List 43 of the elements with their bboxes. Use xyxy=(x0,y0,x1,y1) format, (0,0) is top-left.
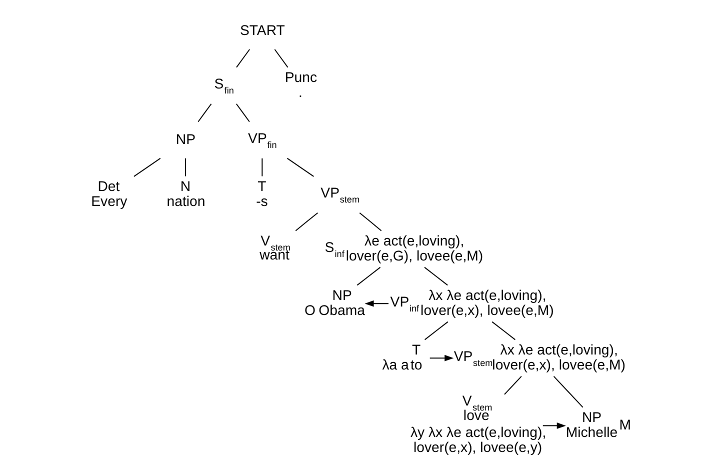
node-label: λa a xyxy=(382,356,409,372)
connector xyxy=(134,157,161,176)
node-text: NP Michelle xyxy=(566,408,618,440)
node-text: NP xyxy=(176,130,196,146)
node-label: λe act(e,loving), lover(e,G), lovee(e,M) xyxy=(346,232,484,263)
node-label: λy λx λe act(e,loving), lover(e,x), lovee(e,y) xyxy=(410,423,546,455)
connector xyxy=(286,157,314,176)
arrow xyxy=(430,354,454,361)
connector xyxy=(504,375,522,394)
connector xyxy=(274,48,288,68)
node-text: S$_{inf}$ xyxy=(324,238,344,258)
node-label: λx λe act(e,loving), lover(e,x), lovee(e,M) xyxy=(492,340,626,372)
connector xyxy=(356,266,381,286)
node-text: NP Obama xyxy=(318,286,365,318)
node-text: V$_{stem}$ love xyxy=(462,392,492,422)
node-text: VP$_{stem}$ xyxy=(454,347,493,368)
node-text: VP$_{inf}$ xyxy=(390,292,420,313)
node-text: Punc . xyxy=(284,68,318,100)
node-text: VP$_{fin}$ xyxy=(248,129,277,150)
connector xyxy=(262,158,263,176)
node-text: S$_{fin}$ xyxy=(214,74,234,95)
node-text: V$_{stem}$ want xyxy=(260,232,290,262)
arrow xyxy=(364,300,389,306)
connector xyxy=(236,103,250,122)
connector xyxy=(184,158,186,176)
node-text: VP$_{stem}$ xyxy=(320,184,360,204)
node-label: λx λe act(e,loving), lover(e,x), lovee(e,M) xyxy=(420,286,554,318)
connector xyxy=(236,48,250,68)
connector xyxy=(359,212,382,231)
node-text: T -s xyxy=(256,177,268,208)
connector xyxy=(424,320,448,340)
node-text: Det Every xyxy=(91,177,128,208)
node-label: M xyxy=(619,416,632,432)
node-text: N nation xyxy=(166,177,206,208)
connector xyxy=(492,320,516,340)
node-text: START xyxy=(240,21,285,38)
node-label: O xyxy=(304,301,316,318)
connector xyxy=(295,212,318,231)
connector xyxy=(424,266,448,286)
connector xyxy=(553,375,584,408)
connector xyxy=(198,103,212,122)
arrow xyxy=(542,422,566,428)
node-text: T to xyxy=(410,340,422,372)
